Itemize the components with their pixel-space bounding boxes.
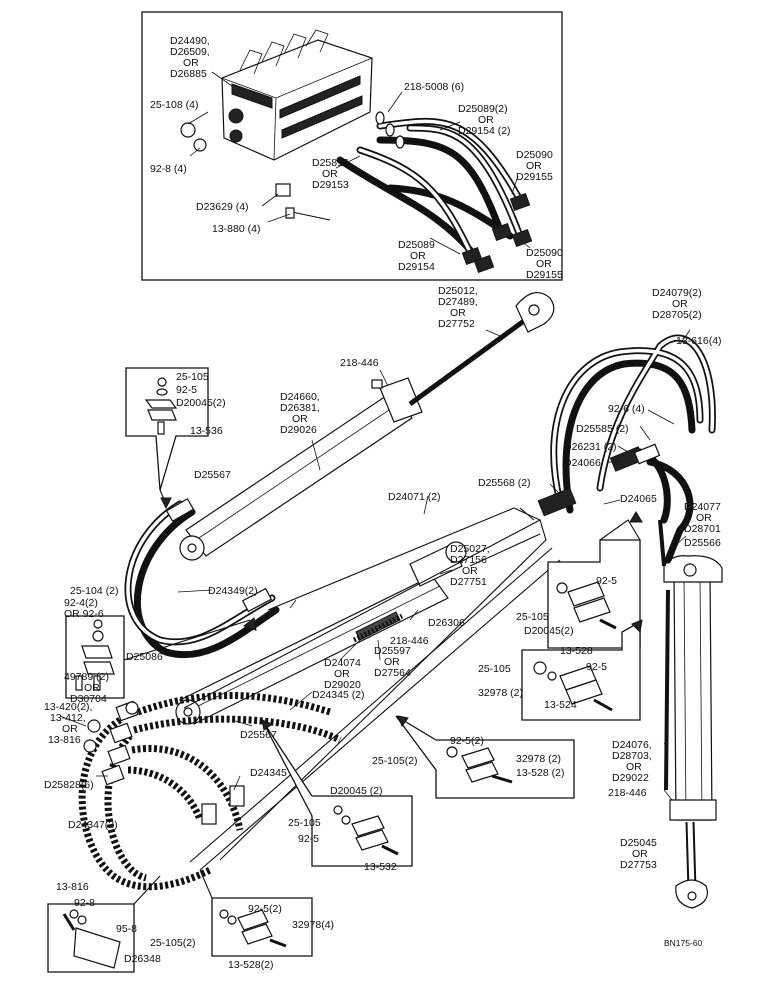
boom-frame-outline [183,507,561,871]
label-d24079: D24079(2) OR D28705(2) [652,287,705,321]
label-d25089-b: D25089 OR D29154 [398,239,438,273]
valve-leaders [187,71,531,255]
label-25-105-d: 25-105 [288,817,321,829]
label-rod-part-numbers: D25012, D27489, OR D27752 [438,285,481,330]
label-d20045-c: D20045 (2) [330,785,383,797]
label-92-4: 92-4(2) OR 92-6 [64,597,104,620]
bucket-cylinder [175,541,467,725]
label-25-105-2-a: 25-105(2) [372,755,418,767]
label-218-446-b: 218-446 [390,635,429,647]
figure-id: BN175-60 [664,938,703,948]
label-d25828: D25828(6) [44,779,94,791]
label-92-8: 92-8 [74,897,95,909]
label-d25597: D25597 OR D27564 [374,645,414,679]
label-d23629: D23629 (4) [196,201,249,213]
label-d25027: D25027, D27156 OR D27751 [450,543,493,588]
label-92-5-2-a: 92-5(2) [450,735,484,747]
stabilizer-cylinder [663,555,723,909]
label-13-524: 13-524 [544,699,577,711]
label-d25567-a: D25567 [194,469,231,481]
label-d25585: D25585 (2) [576,423,629,435]
label-d25816: D25816 OR D29153 [312,157,352,191]
valve-inset: D24490, D26509, OR D26885 25-108 (4) 92-… [141,11,566,281]
label-d24074: D24074 OR D29020 [324,657,364,691]
callout-box-clamp-b [65,615,251,699]
label-cylinder-a: D24660, D26381, OR D29026 [280,391,323,436]
label-92-5-b: 92-5 [596,575,617,587]
label-d24071: D24071 (2) [388,491,441,503]
callout-box-clamp-c [547,519,641,649]
label-25-105-b: 25-105 [516,611,549,623]
label-13-880: 13-880 (4) [212,223,260,235]
label-d24077: D24077 OR D28701 [684,501,724,535]
callout-box-clamp-a [125,367,209,491]
label-13-528-a: 13-528 [560,645,593,657]
label-32978-2-b: 32978 (2) [516,753,561,765]
boom-cylinder [179,291,555,561]
callout-box-plate [47,875,161,973]
label-d26306: D26306 [428,617,465,629]
label-d24065: D24065 [620,493,657,505]
label-d25567-b: D25567 [240,729,277,741]
label-218-446-a: 218-446 [340,357,379,369]
label-d24345: D24345 [250,767,287,779]
valve-hoses [336,117,533,274]
label-d20045-b: D20045(2) [524,625,574,637]
callout-box-clamp-g [199,869,313,957]
label-d25566: D25566 [684,537,721,549]
label-32978-4: 32978(4) [292,919,334,931]
label-13-536: 13-536 [190,425,223,437]
label-218-5008: 218-5008 (6) [404,81,464,93]
label-13-816: 13-816 [56,881,89,893]
label-d25090-a: D25090 OR D29155 [516,149,556,183]
label-d24076: D24076, D28703, OR D29022 [612,739,655,784]
label-25-105-a: 25-105 [176,371,209,383]
label-92-5-c: 92-5 [586,661,607,673]
label-d26348: D26348 [124,953,161,965]
label-d24347: D24347(2) [68,819,118,831]
label-d25089-2: D25089(2) OR D29154 (2) [458,103,511,137]
valve-hardware [180,111,405,221]
label-92-5-a: 92-5 [176,384,197,396]
callout-arrows [159,489,643,731]
label-32978-2: 32978 (2) [478,687,523,699]
label-25-104: 25-104 (2) [70,585,118,597]
label-13-528-2-b: 13-528(2) [228,959,274,971]
label-13-532: 13-532 [364,861,397,873]
label-d25045: D25045 OR D27753 [620,837,660,871]
label-13-616: 13-616(4) [676,335,722,347]
label-25-108: 25-108 (4) [150,99,198,111]
label-d25086: D25086 [126,651,163,663]
label-13-420: 13-420(2), 13-412, OR 13-816 [44,701,95,746]
label-valve-part-numbers: D24490, D26509, OR D26885 [170,35,213,80]
label-25-105-2-b: 25-105(2) [150,937,196,949]
label-92-5-2-b: 92-5(2) [248,903,282,915]
braided-hoses [78,692,342,891]
label-d24349: D24349(2) [208,585,258,597]
main-leaders [59,329,691,801]
label-25-105-c: 25-105 [478,663,511,675]
label-d24066: D24066 [564,457,601,469]
label-92-5-d: 92-5 [298,833,319,845]
label-49789: 49789 (2) OR D30704 [64,671,112,705]
label-d24345-2: D24345 (2) [312,689,365,701]
label-13-528-2-a: 13-528 (2) [516,767,564,779]
label-d26231: D26231 (2) [564,441,617,453]
control-valve-body [221,29,373,161]
label-d25090-b: D25090 OR D29155 [526,247,566,281]
callout-box-clamp-e [395,715,575,799]
label-218-446-c: 218-446 [608,787,647,799]
main-labels: D25012, D27489, OR D27752 D24079(2) OR D… [44,285,724,971]
callout-box-clamp-d [521,620,641,721]
label-d20045-a: D20045(2) [176,397,226,409]
label-92-8: 92-8 (4) [150,163,187,175]
main-hoses [124,334,716,791]
label-d25568: D25568 (2) [478,477,531,489]
label-95-8: 95-8 [116,923,137,935]
label-92-6: 92-6 (4) [608,403,645,415]
